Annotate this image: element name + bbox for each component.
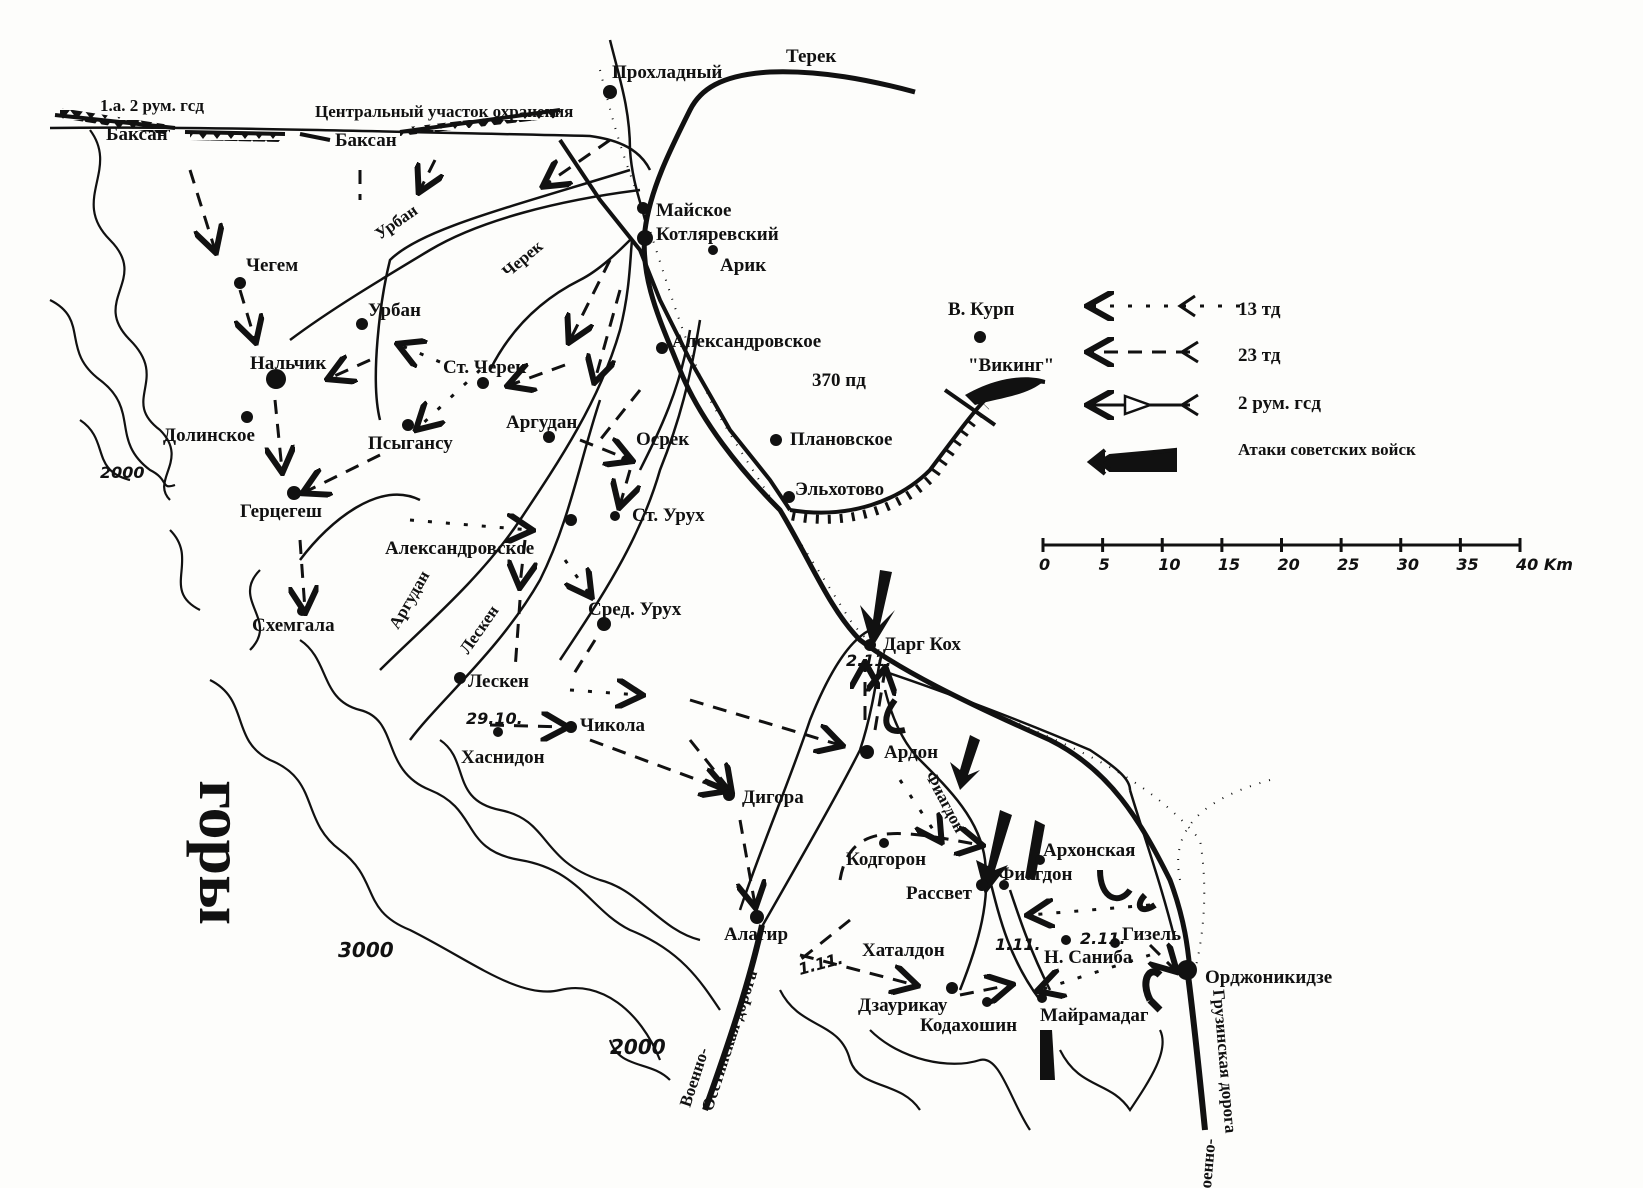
label-kodakhoshin: Кодахошин <box>920 1015 1017 1036</box>
label-elkhotovo: Эльхотово <box>795 479 884 500</box>
scale-tick-label: 40 Km <box>1515 555 1573 574</box>
label-v-kurp: В. Курп <box>948 299 1015 320</box>
label-fiagdon: Фиагдон <box>998 864 1073 885</box>
label-road-gruzin-2: Грузинская дорога <box>1209 989 1241 1135</box>
label-370-pd: 370 пд <box>812 370 866 391</box>
label-cherek-river: Черек <box>498 236 546 281</box>
label-darg-kokh: Дарг Кох <box>883 634 961 655</box>
label-central-sector: Центральный участок охранения <box>315 102 573 121</box>
label-viking: "Викинг" <box>968 355 1054 376</box>
label-arkhonskaya: Архонская <box>1043 840 1135 861</box>
label-argudan: Аргудан <box>506 412 577 433</box>
legend-item-soviet-attacks: Атаки советских войск <box>1086 440 1416 476</box>
label-khataldon: Хаталдон <box>862 940 945 961</box>
legend-item-2rum: 2 рум. гсд <box>1090 393 1321 415</box>
label-mountains: горы <box>186 780 257 925</box>
label-dzaurikau: Дзаурикау <box>858 995 948 1016</box>
scale-tick-label: 25 <box>1337 555 1359 574</box>
label-urban-river: Урбан <box>371 200 421 243</box>
terek-river <box>641 69 1193 971</box>
label-gizel: Гизель <box>1122 924 1181 945</box>
contour-labels: 2000 3000 2000 <box>100 463 666 1059</box>
label-alagir: Алагир <box>724 924 788 945</box>
date-gizel: 2.11. <box>1080 929 1126 948</box>
label-chegem: Чегем <box>246 255 298 276</box>
place-labels: 1.а. 2 рум. гсд Баксан Центральный участ… <box>100 46 1332 1188</box>
label-st-cherek: Ст. Черек <box>443 357 526 378</box>
contour-lines <box>49 129 1164 1131</box>
label-road-osetin-2: Осетинская дорога <box>698 967 762 1113</box>
label-ardon: Ардон <box>884 742 938 763</box>
label-baksan-unit: 1.а. 2 рум. гсд <box>100 96 204 115</box>
label-lesken: Лескен <box>468 671 529 692</box>
label-khasnidon: Хаснидон <box>461 747 545 768</box>
voenno-gruzinskaya-road <box>1185 974 1208 1131</box>
label-kotlyarevsky: Котляревский <box>656 224 779 245</box>
label-dolinskoe: Долинское <box>163 425 255 446</box>
label-maiskoe: Майское <box>656 200 731 221</box>
date-fiagdon: 1.11. <box>995 935 1041 954</box>
settlement-dots <box>234 85 1197 1007</box>
date-alagir: 1.11. <box>796 949 845 979</box>
label-ordzhonikidze: Орджоникидзе <box>1205 967 1332 988</box>
label-argudan-river: Аргудан <box>385 567 433 632</box>
legend: 13 тд 23 тд 2 рум. гсд Атаки советских в… <box>1086 296 1416 476</box>
legend-label: Атаки советских войск <box>1238 440 1416 459</box>
label-lesken-river: Лескен <box>456 602 503 658</box>
label-osrek: Осрек <box>636 429 689 450</box>
front-lines <box>54 108 1046 524</box>
soviet-attack-arrows <box>860 570 1163 1080</box>
label-prokhladny: Прохладный <box>612 62 722 83</box>
date-labels: 2.11. 29.10. 1.11. 1.11. 2.11. <box>466 651 1126 979</box>
label-chikola: Чикола <box>580 715 645 736</box>
label-aleksandrovskoe-west: Александровское <box>385 538 534 559</box>
label-baksan-1: Баксан <box>106 124 168 145</box>
legend-label: 13 тд <box>1238 299 1281 320</box>
label-planovskoe: Плановское <box>790 429 892 450</box>
label-aleksandrovskoe-east: Александровское <box>672 331 821 352</box>
label-urban: Урбан <box>368 300 421 321</box>
label-terek: Терек <box>786 46 836 67</box>
legend-item-23td: 23 тд <box>1090 342 1281 366</box>
contour-label-3000: 3000 <box>338 938 394 962</box>
scale-tick-label: 0 <box>1039 555 1050 574</box>
date-lesken: 29.10. <box>466 709 523 728</box>
legend-label: 2 рум. гсд <box>1238 393 1321 414</box>
scale-tick-label: 30 <box>1397 555 1419 574</box>
label-sred-urukh: Сред. Урух <box>588 599 682 620</box>
label-rassvet: Рассвет <box>906 883 973 904</box>
label-digora: Дигора <box>742 787 804 808</box>
voenno-osetinskaya-road <box>702 924 765 1112</box>
label-st-urukh: Ст. Урух <box>632 505 705 526</box>
legend-item-13td: 13 тд <box>1090 296 1281 320</box>
movement-arrows <box>188 138 1175 995</box>
label-arik: Арик <box>720 255 766 276</box>
label-skhemgala: Схемгала <box>252 615 335 636</box>
legend-label: 23 тд <box>1238 345 1281 366</box>
label-nalchik: Нальчик <box>250 353 326 374</box>
date-darg-kokh: 2.11. <box>846 651 892 670</box>
label-mairamadag: Майрамадаг <box>1040 1005 1149 1026</box>
label-road-gruzin-1: Военно- <box>1195 1137 1219 1188</box>
roads <box>702 924 1208 1131</box>
label-baksan-2: Баксан <box>335 130 397 151</box>
label-gertsegesh: Герцегеш <box>240 501 322 522</box>
label-kodgoron: Кодгорон <box>846 849 926 870</box>
label-psygansu: Псыгансу <box>368 433 453 454</box>
contour-label-2000-west: 2000 <box>100 463 145 482</box>
scale-tick-label: 10 <box>1158 555 1180 574</box>
scale-tick-label: 35 <box>1456 555 1478 574</box>
contour-label-2000-south: 2000 <box>610 1035 666 1059</box>
scale-bar: 0 5 10 15 20 25 30 35 40 Km <box>1039 538 1573 574</box>
scale-tick-label: 20 <box>1278 555 1300 574</box>
scale-tick-label: 15 <box>1218 555 1240 574</box>
label-n-saniba: Н. Саниба <box>1044 947 1133 968</box>
scale-tick-label: 5 <box>1099 555 1110 574</box>
